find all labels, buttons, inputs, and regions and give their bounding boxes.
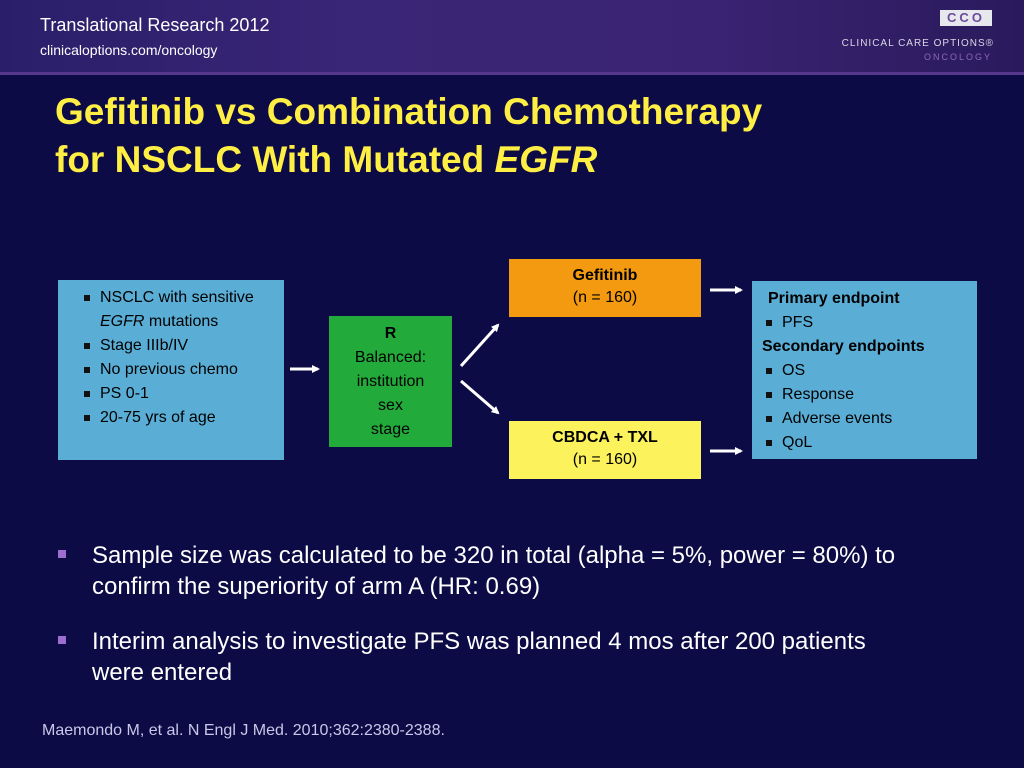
secondary-endpoints-heading: Secondary endpoints [762,338,925,355]
cco-logo-mark: CCO [940,10,992,26]
title-line-2: for NSCLC With Mutated EGFR [55,136,1005,184]
arm-a-name: Gefitinib [572,267,638,284]
cco-logo: CCO CLINICAL CARE OPTIONS® ONCOLOGY [841,10,994,66]
eligibility-item: PS 0-1 [80,382,276,406]
eligibility-box: NSCLC with sensitive EGFR mutations Stag… [58,280,284,460]
arrow-rand-to-arm-b [460,379,500,415]
randomization-line: Balanced: [354,349,427,366]
website-link[interactable]: clinicaloptions.com/oncology [40,42,218,58]
eligibility-list: NSCLC with sensitive EGFR mutations Stag… [80,286,276,430]
title-line-2-text: for NSCLC With Mutated [55,139,495,180]
secondary-endpoint-item: OS [762,359,971,383]
endpoints-box: Primary endpoint PFS Secondary endpoints… [752,281,977,459]
eligibility-item-text: NSCLC with sensitive [100,289,254,306]
primary-endpoint-list: PFS [762,311,971,335]
eligibility-item: Stage IIIb/IV [80,334,276,358]
eligibility-item: NSCLC with sensitive EGFR mutations [80,286,276,334]
randomization-line: stage [370,421,411,438]
title-egfr: EGFR [494,139,598,180]
primary-endpoint-item: PFS [762,311,971,335]
randomization-line: sex [378,397,403,414]
eligibility-item: 20-75 yrs of age [80,406,276,430]
title-line-1: Gefitinib vs Combination Chemotherapy [55,91,763,132]
eligibility-item: No previous chemo [80,358,276,382]
logo-wordmark: CLINICAL CARE OPTIONS® [841,38,994,49]
randomization-line: institution [356,373,425,390]
eligibility-item-suffix: mutations [144,313,219,330]
arrow-rand-to-arm-a [459,323,500,368]
arm-b-box: CBDCA + TXL (n = 160) [509,421,701,479]
arm-a-n: (n = 160) [572,289,638,306]
bullet-item: Sample size was calculated to be 320 in … [58,540,918,602]
arm-b-n: (n = 160) [572,451,638,468]
eligibility-item-egfr: EGFR [100,313,145,330]
header-bar: Translational Research 2012 clinicalopti… [0,0,1024,75]
slide-bullets: Sample size was calculated to be 320 in … [58,540,918,712]
logo-subtitle: ONCOLOGY [923,52,992,62]
randomization-box: R Balanced: institution sex stage [329,316,452,447]
primary-endpoint-heading: Primary endpoint [768,290,900,307]
meeting-title: Translational Research 2012 [40,15,270,35]
secondary-endpoint-item: Response [762,383,971,407]
secondary-endpoint-item: Adverse events [762,407,971,431]
secondary-endpoint-item: QoL [762,431,971,455]
bullet-item: Interim analysis to investigate PFS was … [58,626,918,688]
citation: Maemondo M, et al. N Engl J Med. 2010;36… [42,722,445,739]
secondary-endpoints-list: OS Response Adverse events QoL [762,359,971,455]
slide-title: Gefitinib vs Combination Chemotherapy fo… [55,88,1005,184]
randomization-label: R [384,325,397,342]
arm-a-box: Gefitinib (n = 160) [509,259,701,317]
arm-b-name: CBDCA + TXL [552,429,658,446]
